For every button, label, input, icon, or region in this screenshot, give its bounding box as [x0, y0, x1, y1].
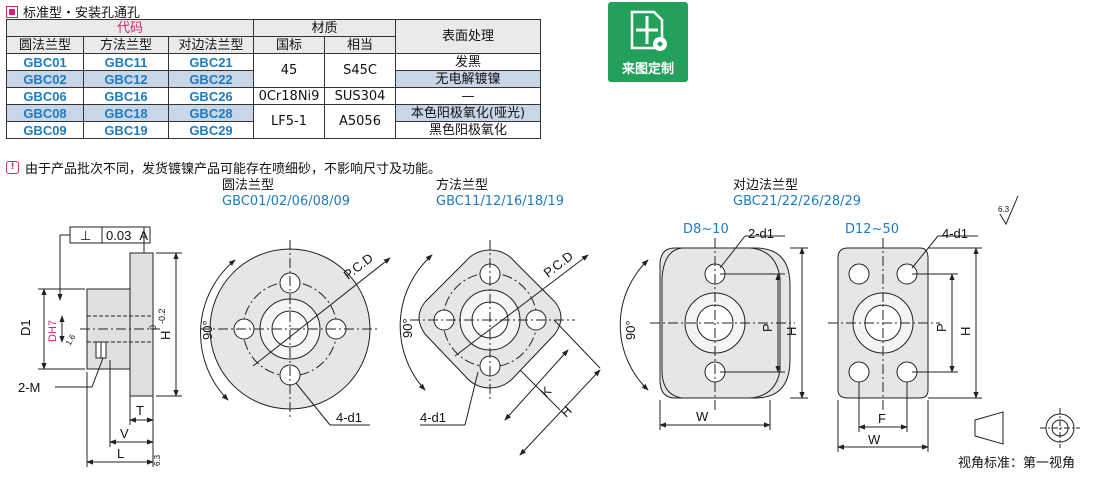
drawing-icon [630, 10, 667, 51]
flat-flange-small-view [619, 235, 808, 430]
flat-codes: GBC21/22/26/28/29 [733, 194, 862, 209]
roughness-symbol [999, 195, 1019, 226]
h-label-square: H [558, 403, 575, 420]
p-label-flat-a: P [760, 323, 775, 332]
code-cell: GBC02 [6, 70, 84, 88]
code-cell: GBC09 [6, 121, 84, 139]
projection-symbol-icon [974, 408, 1080, 448]
projection-label: 视角标准：第一视角 [958, 456, 1076, 471]
surface-header: 表面处理 [395, 19, 541, 54]
square-title: 方法兰型 [436, 178, 489, 193]
code-cell: GBC01 [6, 53, 84, 71]
round-codes: GBC01/02/06/08/09 [222, 194, 351, 209]
pcd-label-round: P.C.D [341, 250, 376, 282]
dh7-label: DH7 [47, 320, 59, 342]
square-flange-view [399, 240, 601, 456]
material-cell: LF5-1 [253, 104, 325, 139]
surface-cell: 黑色阳极氧化 [395, 121, 541, 139]
table-row: GBC08 GBC18 GBC28 LF5-1 A5056 本色阳极氧化(哑光) [6, 104, 541, 139]
w-label-flat-b: W [868, 432, 881, 447]
flat-title: 对边法兰型 [733, 178, 799, 193]
warning-icon: ! [6, 161, 19, 174]
p-label-flat-b: P [934, 323, 949, 332]
tol-0: 0 [148, 325, 158, 330]
flat-size-a: D8~10 [683, 222, 729, 237]
m-label: 2-M [18, 380, 40, 395]
section-title: 标准型・安装孔通孔 [23, 6, 141, 21]
pcd-label-square: P.C.D [541, 248, 576, 280]
flat-flange-large-view [828, 235, 982, 452]
side-view [38, 226, 182, 467]
code-cell: GBC19 [83, 121, 169, 139]
note-text: 由于产品批次不同，发货镀镍产品可能存在喷细砂，不影响尺寸及功能。 [25, 162, 442, 177]
k-label: K [538, 383, 555, 400]
perp-symbol: ⊥ [80, 228, 91, 243]
surface-cell: 本色阳极氧化(哑光) [395, 104, 541, 122]
datum-label: A [139, 228, 148, 243]
l-label: L [117, 446, 124, 461]
round-flange-view [200, 240, 391, 426]
code-cell: GBC29 [168, 121, 254, 139]
v-label: V [120, 426, 129, 441]
f-label: F [878, 411, 886, 426]
code-cell: GBC26 [168, 87, 254, 105]
code-cell: GBC08 [6, 104, 84, 122]
holes-label-round: 4-d1 [336, 410, 362, 425]
h-label-flat-a: H [784, 327, 799, 336]
t-label: T [136, 403, 144, 418]
square-codes: GBC11/12/16/18/19 [436, 194, 565, 209]
section-header: 标准型・安装孔通孔 [6, 2, 140, 21]
col-eq: 相当 [324, 36, 396, 54]
tol-value: 0.03 [106, 228, 131, 243]
code-cell: GBC18 [83, 104, 169, 122]
material-header: 材质 [253, 19, 396, 37]
bullet-icon [6, 5, 18, 18]
material-cell: S45C [324, 53, 396, 88]
material-cell: A5056 [324, 104, 396, 139]
col-square: 方法兰型 [83, 36, 169, 54]
table-row: GBC09 GBC19 GBC29 黑色阳极氧化 [6, 121, 541, 139]
ra2-label: 1.6 [64, 332, 78, 347]
custom-drawing-logo[interactable] [608, 2, 688, 82]
h-label-side: H [158, 331, 173, 340]
ra3-label: 6.3 [153, 454, 162, 466]
holes-label-square: 4-d1 [420, 410, 446, 425]
col-round: 圆法兰型 [6, 36, 84, 54]
w-label-flat-a: W [696, 409, 709, 424]
code-cell: GBC11 [83, 53, 169, 71]
d1-label: D1 [18, 319, 33, 336]
code-header: 代码 [6, 19, 254, 37]
h-label-flat-b: H [958, 327, 973, 336]
angle-label-flat: 90° [623, 320, 638, 340]
col-flat: 对边法兰型 [168, 36, 254, 54]
flat-size-b: D12~50 [845, 222, 899, 237]
ra-label: 6.3 [998, 205, 1010, 214]
surface-cell: 无电解镀镍 [395, 70, 541, 88]
spec-table: 代码 材质 表面处理 圆法兰型 方法兰型 对边法兰型 国标 相当 GBC01 G… [6, 19, 541, 139]
angle-label-round: 90° [200, 320, 215, 340]
tol-m02: -0.2 [157, 308, 167, 324]
angle-label-square: 90° [400, 318, 415, 338]
col-gb: 国标 [253, 36, 325, 54]
logo-text: 来图定制 [621, 62, 674, 77]
holes-label-flat-b: 4-d1 [942, 226, 968, 241]
holes-label-flat-a: 2-d1 [748, 226, 774, 241]
note: ! 由于产品批次不同，发货镀镍产品可能存在喷细砂，不影响尺寸及功能。 [6, 158, 441, 177]
code-cell: GBC28 [168, 104, 254, 122]
round-title: 圆法兰型 [222, 178, 275, 193]
